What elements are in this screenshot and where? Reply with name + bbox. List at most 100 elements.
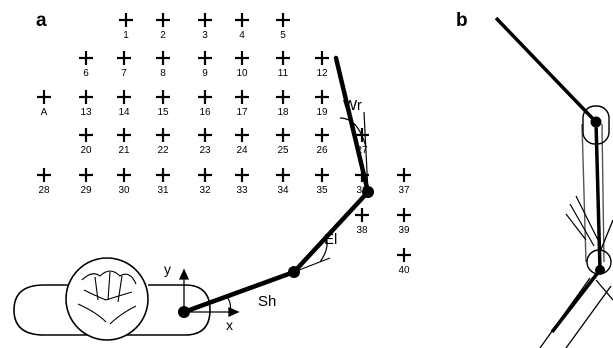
target-number: 10: [236, 68, 248, 79]
target-4: 4: [235, 13, 249, 41]
target-number: 33: [236, 185, 248, 196]
panel-b-hand-rod: [494, 16, 598, 124]
target-number: 20: [80, 145, 92, 156]
upper-arm-segment: [181, 269, 297, 315]
wrist-angle-arc: [339, 117, 367, 148]
target-number: 11: [278, 68, 289, 79]
shoulder-joint: [178, 306, 190, 318]
target-18: 18: [276, 90, 290, 118]
target-24: 24: [235, 128, 249, 156]
forearm-segment: [291, 189, 371, 275]
target-26: 26: [315, 128, 329, 156]
target-31: 31: [156, 168, 170, 196]
target-number: 25: [277, 145, 289, 156]
target-number: 32: [199, 185, 211, 196]
target-32: 32: [198, 168, 212, 196]
panel-b-wrist-joint: [590, 116, 602, 128]
target-number: 23: [199, 145, 211, 156]
target-number: 19: [316, 107, 328, 118]
target-A: A: [37, 90, 51, 118]
target-number: 14: [118, 107, 130, 118]
target-15: 15: [156, 90, 170, 118]
panel-b-arm-model: [494, 16, 613, 348]
body-outline: [13, 257, 211, 341]
target-8: 8: [156, 51, 170, 79]
target-33: 33: [235, 168, 249, 196]
target-38: 38: [355, 208, 369, 236]
target-number: 4: [239, 30, 245, 41]
target-number: 31: [157, 185, 169, 196]
target-number: 1: [123, 30, 129, 41]
target-number: 16: [199, 107, 211, 118]
target-number: 26: [316, 145, 328, 156]
target-14: 14: [117, 90, 131, 118]
target-28: 28: [37, 168, 51, 196]
target-6: 6: [79, 51, 93, 79]
target-1: 1: [119, 13, 133, 41]
wrist-reference-line: [363, 111, 369, 193]
panel-b-upper-arm-rod: [550, 268, 602, 334]
panel-label-a: a: [36, 10, 47, 31]
target-number: 7: [121, 68, 127, 79]
target-number: 38: [356, 225, 368, 236]
target-number: 34: [277, 185, 289, 196]
x-axis-arrowhead: [228, 306, 240, 318]
target-number: 17: [236, 107, 248, 118]
target-number: 21: [118, 145, 130, 156]
target-number: 12: [316, 68, 328, 79]
target-2: 2: [156, 13, 170, 41]
target-5: 5: [276, 13, 290, 41]
target-20: 20: [79, 128, 93, 156]
head-detail: [77, 270, 137, 325]
target-number: 2: [160, 30, 166, 41]
arm-joints: [178, 186, 374, 318]
target-number: 3: [202, 30, 208, 41]
target-number: 29: [80, 185, 92, 196]
target-16: 16: [198, 90, 212, 118]
target-9: 9: [198, 51, 212, 79]
arm-segments: [181, 55, 371, 315]
head-outline: [65, 257, 149, 341]
target-11: 11: [276, 51, 290, 79]
target-40: 40: [397, 248, 411, 276]
target-number: 40: [398, 265, 410, 276]
target-39: 39: [397, 208, 411, 236]
panel-b-forearm-rod: [594, 121, 602, 271]
target-number: 35: [316, 185, 328, 196]
elbow-joint: [288, 266, 300, 278]
target-37: 37: [397, 168, 411, 196]
target-number: 30: [118, 185, 130, 196]
panel-b-upper-rails: [595, 219, 613, 301]
target-25: 25: [276, 128, 290, 156]
target-number: 13: [80, 107, 92, 118]
target-30: 30: [117, 168, 131, 196]
target-number: 22: [157, 145, 169, 156]
panel-label-b: b: [456, 10, 468, 31]
panel-b-linkage: [565, 195, 599, 247]
elbow-reference-line: [293, 257, 331, 273]
target-number: 24: [236, 145, 248, 156]
x-axis-label: x: [226, 317, 233, 333]
target-3: 3: [198, 13, 212, 41]
target-29: 29: [79, 168, 93, 196]
target-number: 28: [38, 185, 50, 196]
target-number: 6: [83, 68, 89, 79]
target-35: 35: [315, 168, 329, 196]
target-number: 8: [160, 68, 166, 79]
wrist-joint: [362, 186, 374, 198]
target-number: 37: [398, 185, 410, 196]
shoulder-angle-label: Sh: [258, 293, 276, 310]
target-number: 9: [202, 68, 208, 79]
panel-b-wrist-housing: [582, 105, 610, 145]
y-axis-arrowhead: [178, 268, 190, 280]
target-19: 19: [315, 90, 329, 118]
y-axis-label: y: [164, 261, 171, 277]
target-13: 13: [79, 90, 93, 118]
target-10: 10: [235, 51, 249, 79]
target-number: A: [41, 107, 48, 118]
target-number: 15: [157, 107, 169, 118]
panel-b-upper-arm-outline: [539, 277, 612, 348]
target-number: 18: [277, 107, 289, 118]
